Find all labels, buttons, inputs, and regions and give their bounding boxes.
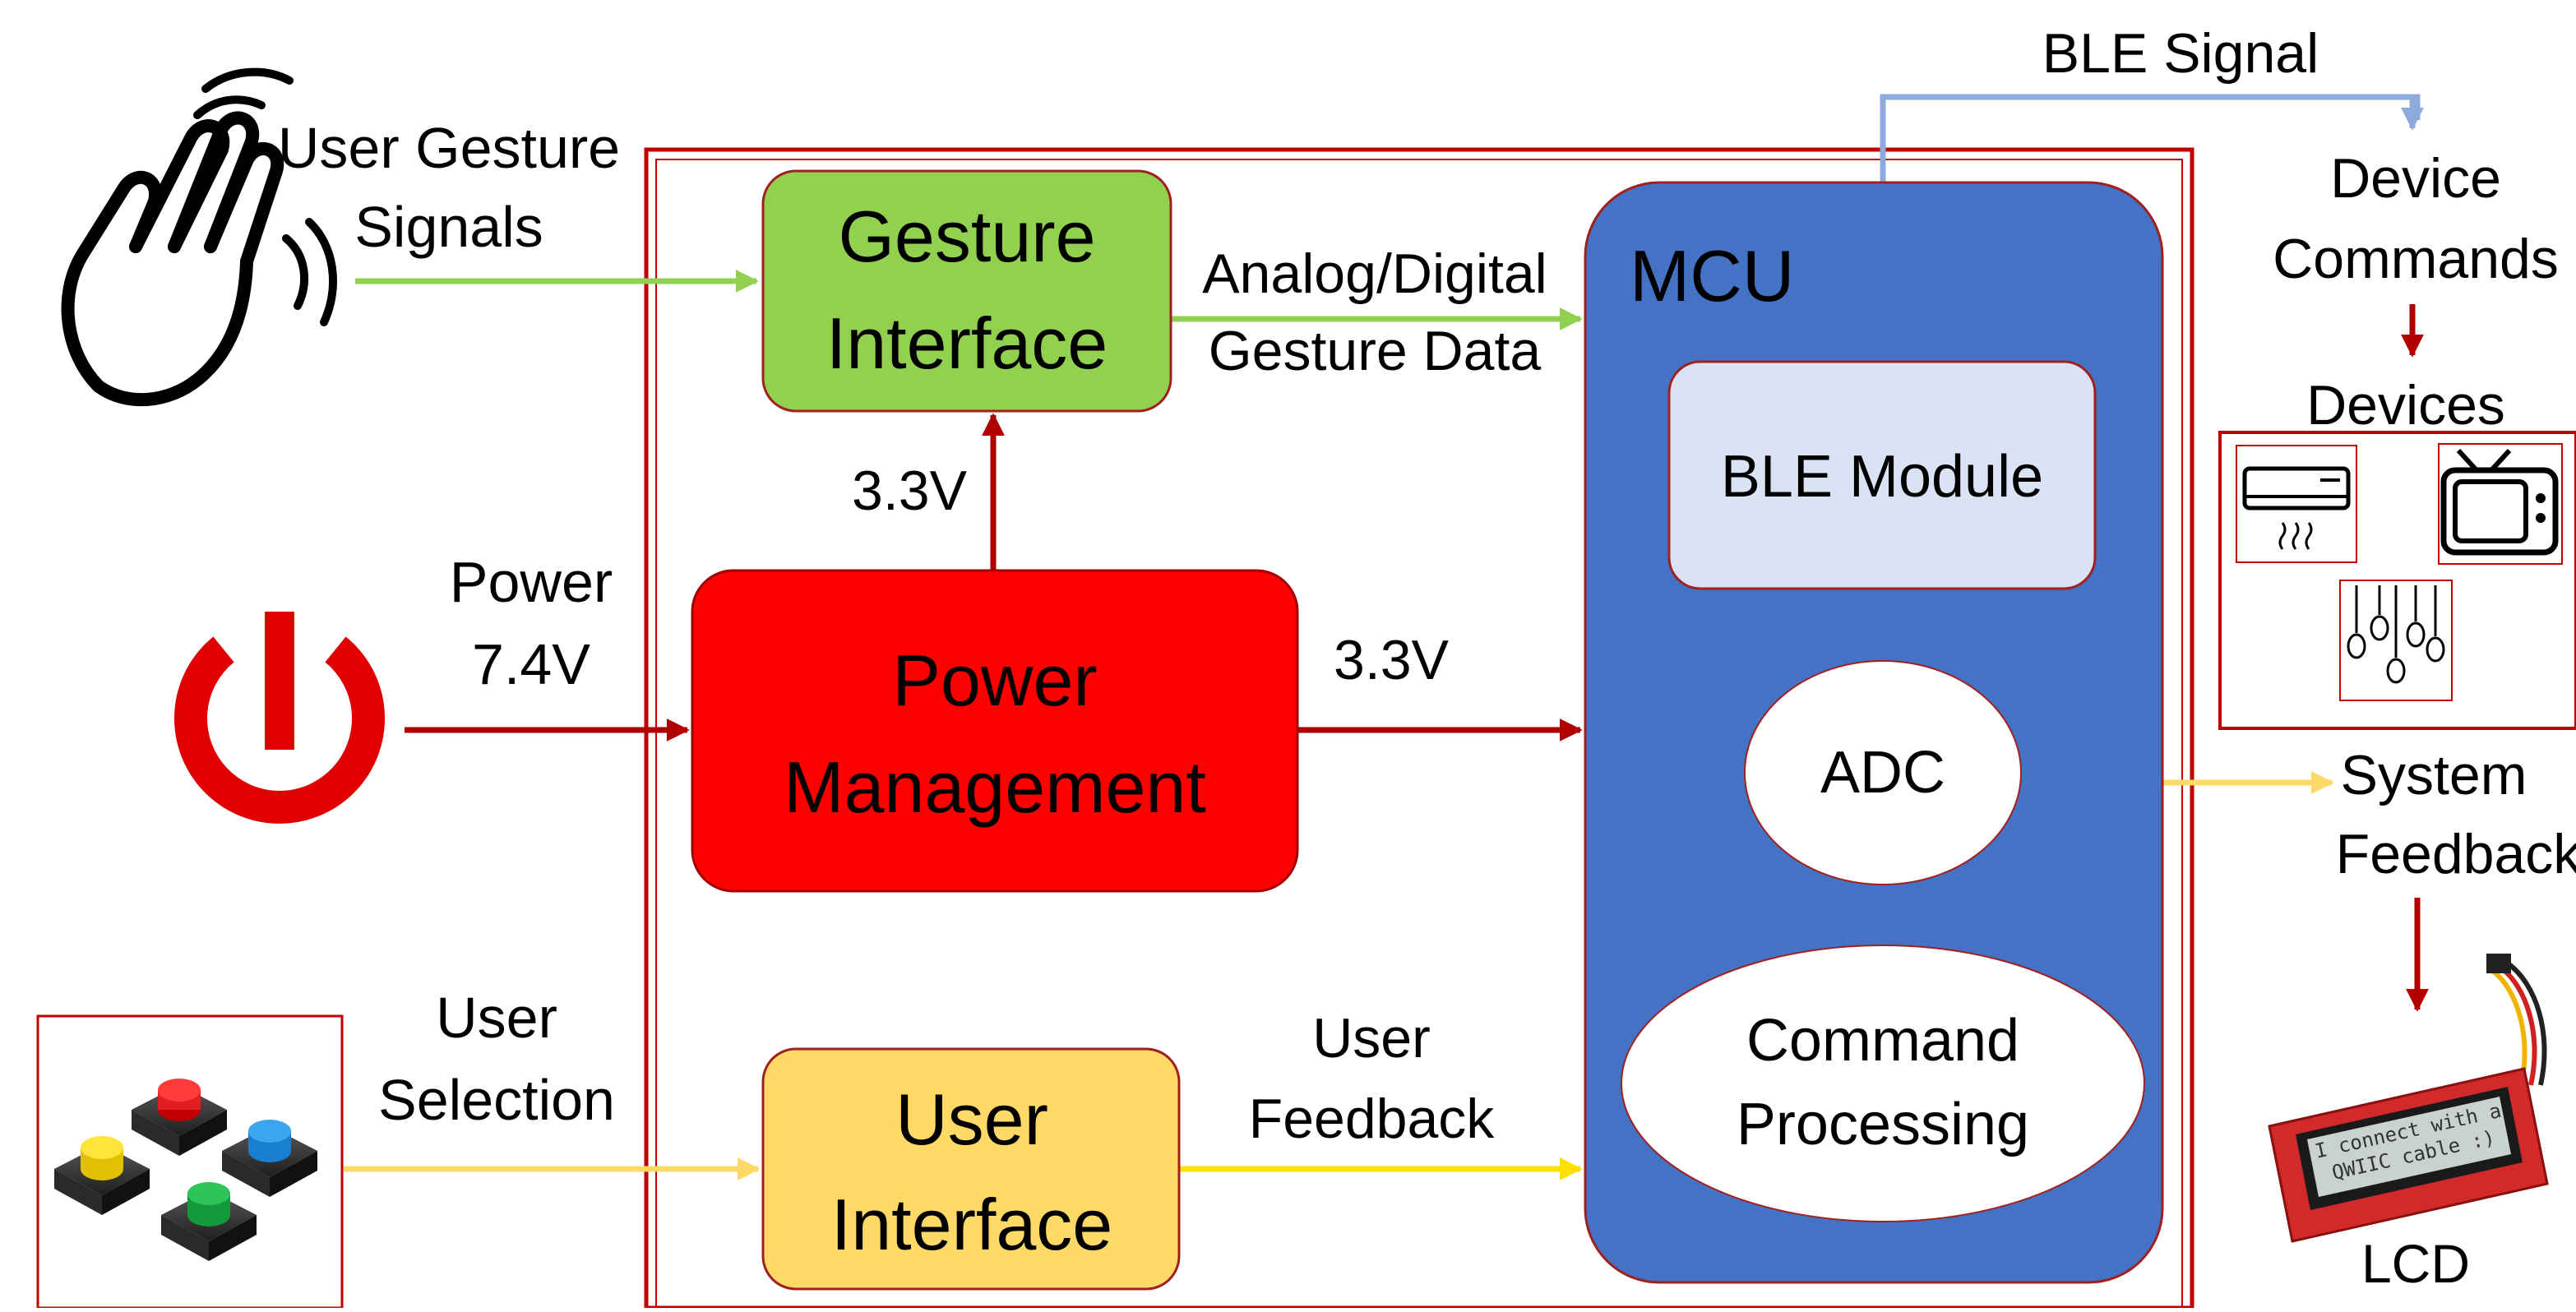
user-interface-block: User Interface — [761, 1047, 1181, 1291]
waving-hand-icon — [61, 67, 337, 407]
mcu-label: MCU — [1630, 235, 1794, 316]
user-selection-label-line-2: Selection — [378, 1068, 615, 1132]
gesture-interface-line-1: Gesture — [838, 196, 1095, 277]
power-input-label-line-2: 7.4V — [472, 632, 590, 696]
gesture-interface-line-2: Interface — [826, 303, 1108, 384]
mcu-block: MCU BLE Module ADC Command Processing — [1584, 181, 2164, 1284]
gesture-data-label-line-1: Analog/Digital — [1202, 243, 1547, 305]
gesture-data-label-line-2: Gesture Data — [1209, 320, 1542, 382]
user-gesture-signals-line-2: Signals — [354, 195, 543, 259]
user-gesture-signals-line-1: User Gesture — [278, 116, 620, 180]
adc-label: ADC — [1820, 740, 1945, 806]
power-icon — [174, 612, 385, 824]
lcd-label: LCD — [2361, 1233, 2470, 1294]
devices-label: Devices — [2306, 374, 2505, 437]
system-feedback-line-2: Feedback — [2336, 823, 2576, 885]
device-commands-line-1: Device — [2330, 147, 2501, 210]
command-processing-line-2: Processing — [1737, 1092, 2029, 1157]
system-feedback-line-1: System — [2341, 744, 2527, 806]
devices-panel — [2218, 431, 2576, 730]
user-feedback-label-line-2: Feedback — [1249, 1088, 1496, 1150]
ble-module-label: BLE Module — [1721, 444, 2043, 510]
user-feedback-label-line-1: User — [1312, 1007, 1431, 1069]
power-management-block: Power Management — [691, 569, 1299, 893]
gesture-interface-block: Gesture Interface — [761, 169, 1172, 413]
lcd-module-image: I connect with a QWIIC cable :) — [2268, 954, 2549, 1243]
air-conditioner-icon — [2236, 445, 2357, 563]
power-input-label-line-1: Power — [450, 550, 613, 614]
user-interface-line-2: Interface — [831, 1184, 1112, 1265]
power-management-line-2: Management — [784, 746, 1206, 828]
voltage-gesture-label: 3.3V — [852, 460, 968, 522]
voltage-mcu-label: 3.3V — [1334, 629, 1450, 691]
ble-signal-label: BLE Signal — [2042, 22, 2319, 85]
command-processing-line-1: Command — [1746, 1008, 2019, 1074]
power-management-line-1: Power — [892, 640, 1097, 721]
user-selection-label-line-1: User — [436, 986, 557, 1050]
adc-block: ADC — [1744, 660, 2022, 885]
device-commands-line-2: Commands — [2273, 228, 2559, 290]
push-buttons-image — [36, 1014, 344, 1310]
user-interface-line-1: User — [895, 1079, 1048, 1160]
command-processing-block: Command Processing — [1621, 945, 2145, 1222]
tv-icon — [2438, 443, 2563, 565]
light-bulbs-icon — [2339, 580, 2453, 701]
ble-module-block: BLE Module — [1667, 360, 2097, 590]
